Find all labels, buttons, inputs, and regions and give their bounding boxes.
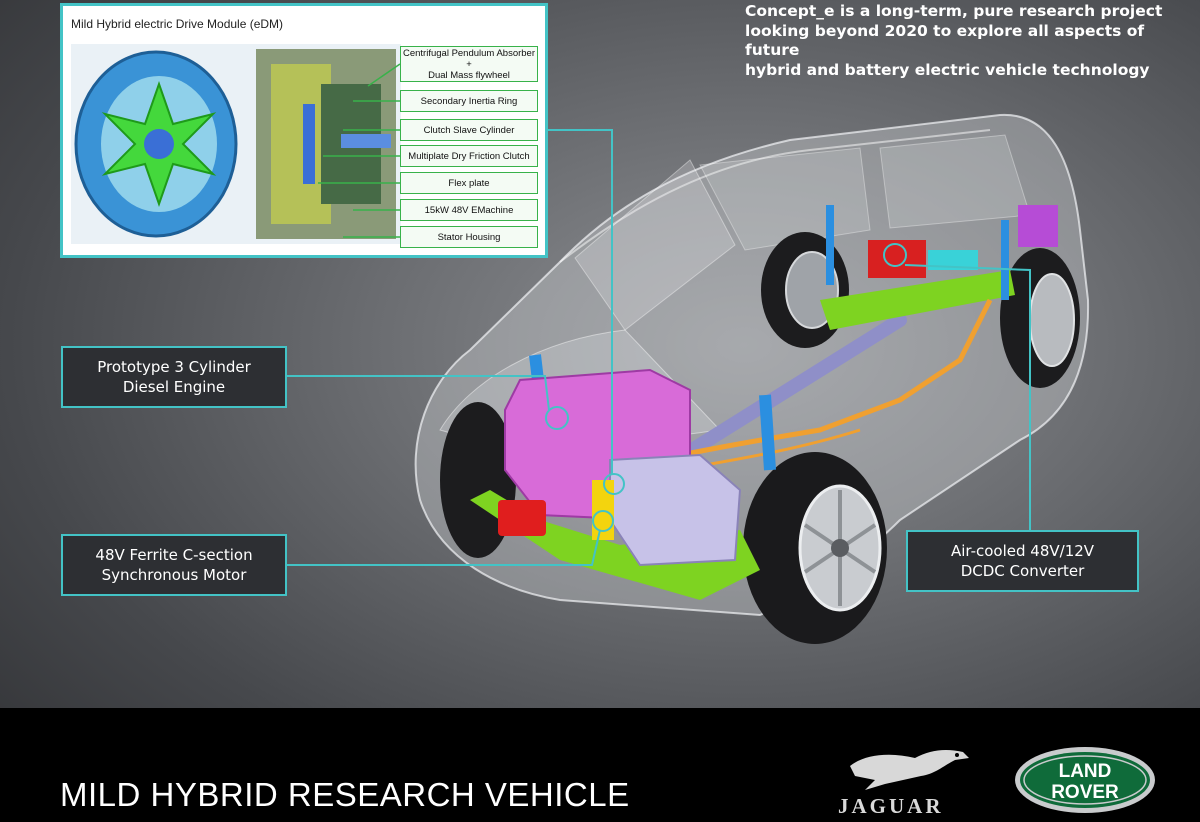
driveshaft (653, 313, 907, 477)
label-emachine: 15kW 48V EMachine (400, 199, 538, 221)
front-subframe (470, 490, 760, 600)
roof-line (559, 129, 991, 263)
rear-subframe (820, 270, 1015, 330)
jaguar-wordmark: JAGUAR (838, 794, 944, 818)
rear-window (879, 134, 1031, 229)
electric-motor (498, 500, 546, 536)
callout-dcdc-converter: Air-cooled 48V/12V DCDC Converter (906, 530, 1139, 592)
rear-battery-pack (868, 240, 926, 278)
label-flex-plate: Flex plate (400, 172, 538, 194)
edm-inset-panel: Mild Hybrid electric Drive Module (eDM) … (60, 3, 548, 258)
label-multiplate-clutch: Multiplate Dry Friction Clutch (400, 145, 538, 167)
callout-dcdc-line-2: DCDC Converter (960, 562, 1085, 580)
headline-line-1: Concept_e is a long-term, pure research … (745, 2, 1163, 20)
label-stator-housing: Stator Housing (400, 226, 538, 248)
headline-text: Concept_e is a long-term, pure research … (745, 2, 1185, 80)
front-left-wheel (440, 402, 516, 558)
rear-right-rim (1029, 273, 1075, 367)
headline-line-2: looking beyond 2020 to explore all aspec… (745, 21, 1145, 60)
callout-dcdc-line-1: Air-cooled 48V/12V (950, 542, 1095, 560)
label-secondary-inertia-ring: Secondary Inertia Ring (400, 90, 538, 112)
front-hub (831, 539, 849, 557)
edm-marker (603, 473, 625, 495)
headline-line-3: hybrid and battery electric vehicle tech… (745, 60, 1150, 79)
callout-engine-line-1: Prototype 3 Cylinder (97, 358, 251, 376)
callout-motor-line-2: Synchronous Motor (101, 566, 247, 584)
footer-title: MILD HYBRID RESEARCH VEHICLE (60, 776, 630, 813)
callout-motor-line-1: 48V Ferrite C-section (95, 546, 253, 564)
land-rover-logo-line-2: ROVER (1051, 782, 1119, 803)
jaguar-leaper-logo (850, 750, 969, 790)
land-rover-logo-line-1: LAND (1059, 761, 1112, 782)
callout-diesel-engine: Prototype 3 Cylinder Diesel Engine (61, 346, 287, 408)
engine-marker (545, 406, 569, 430)
rear-springs (826, 205, 1009, 300)
inset-title: Mild Hybrid electric Drive Module (eDM) (71, 17, 284, 31)
inset-pointer-arrows (318, 63, 401, 238)
edm-module-illustration (71, 44, 401, 244)
land-rover-logo: LAND ROVER (1015, 747, 1155, 813)
motor-marker (592, 510, 614, 532)
label-clutch-slave-cylinder: Clutch Slave Cylinder (400, 119, 538, 141)
callout-engine-line-2: Diesel Engine (122, 378, 226, 396)
rear-purple-unit (1018, 205, 1058, 247)
footer-bar: MILD HYBRID RESEARCH VEHICLE JAGUAR LAND… (0, 708, 1200, 822)
vehicle-cutaway-illustration (286, 113, 1090, 644)
callout-leader-lines (286, 129, 1031, 566)
rear-battery-marker (883, 243, 907, 267)
label-pendulum-absorber: Centrifugal Pendulum Absorber + Dual Mas… (400, 46, 538, 82)
rear-dcdc-cyan (928, 250, 978, 270)
callout-synchronous-motor: 48V Ferrite C-section Synchronous Motor (61, 534, 287, 596)
windshield (574, 159, 736, 331)
